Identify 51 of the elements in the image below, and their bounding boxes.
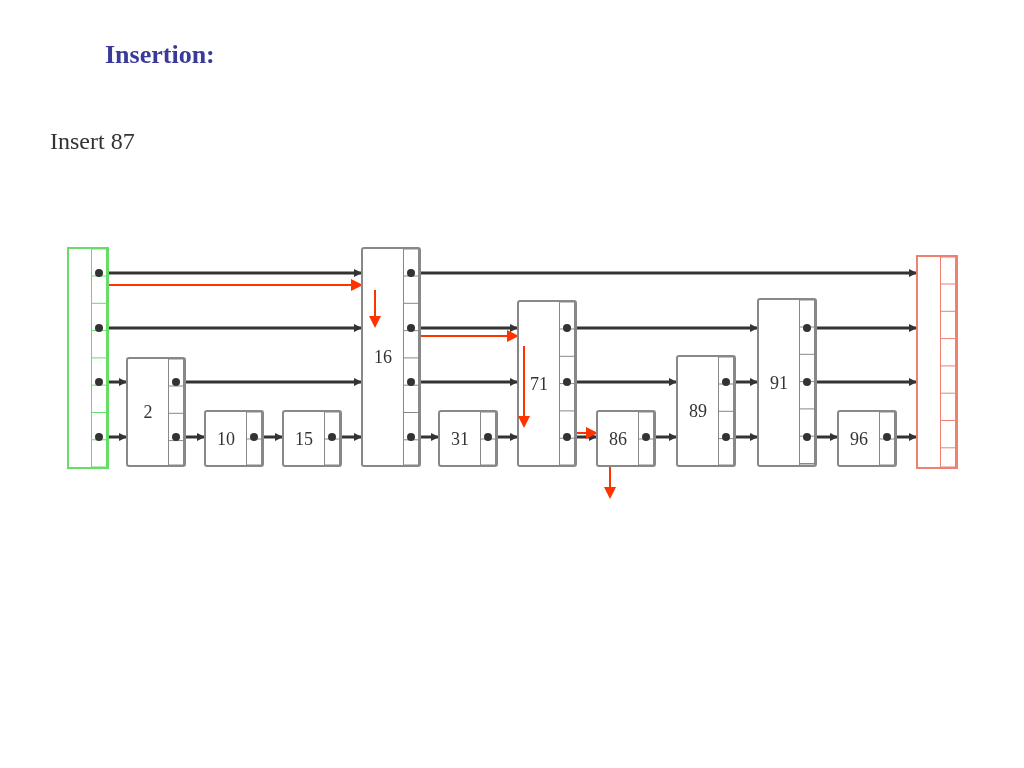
pointer-arrow xyxy=(109,433,127,441)
key-label: 96 xyxy=(850,428,868,449)
sentinel-box xyxy=(67,247,109,469)
skip-list-node xyxy=(517,300,577,467)
skip-list-node xyxy=(204,410,264,467)
pointer-arrow xyxy=(421,269,917,277)
pointer-arrow xyxy=(736,378,758,386)
pointer-arrow xyxy=(656,433,677,441)
pointer-arrow xyxy=(109,324,362,332)
key-label: 86 xyxy=(609,428,627,449)
key-label: 71 xyxy=(530,373,548,394)
pointer-arrow xyxy=(421,433,439,441)
pointer-arrow xyxy=(421,324,518,332)
pointer-arrow xyxy=(577,378,677,386)
pointer-arrow xyxy=(817,378,917,386)
skip-list-node xyxy=(361,247,421,467)
key-label: 15 xyxy=(295,428,313,449)
skip-list-node xyxy=(126,357,186,467)
pointer-arrow xyxy=(186,378,362,386)
skip-list-node xyxy=(837,410,897,467)
search-path-arrow xyxy=(108,279,363,291)
title: Insertion: xyxy=(105,40,215,70)
pointer-arrow xyxy=(109,269,362,277)
skip-list-node xyxy=(596,410,656,467)
search-path-arrow xyxy=(576,427,598,439)
pointer-arrow xyxy=(817,324,917,332)
pointer-arrow xyxy=(577,324,758,332)
search-path-arrow xyxy=(420,330,519,342)
pointer-arrow xyxy=(736,433,758,441)
key-label: 2 xyxy=(143,401,153,423)
key-label: 10 xyxy=(217,428,235,449)
sentinel-box xyxy=(916,255,958,469)
search-path-arrow xyxy=(604,466,616,499)
skip-list-node xyxy=(438,410,498,467)
pointer-arrow xyxy=(897,433,917,441)
key-label: 16 xyxy=(374,346,392,368)
pointer-arrow xyxy=(264,433,283,441)
skip-list-node xyxy=(676,355,736,467)
skip-list-node xyxy=(282,410,342,467)
pointer-arrow xyxy=(186,433,205,441)
pointer-arrow xyxy=(421,378,518,386)
note-text: Insert 87 xyxy=(50,128,135,155)
pointer-arrow xyxy=(342,433,362,441)
pointer-arrow xyxy=(817,433,838,441)
key-label: 89 xyxy=(689,400,707,422)
pointer-arrow xyxy=(577,433,597,441)
pointer-arrow xyxy=(109,378,127,386)
key-label: 91 xyxy=(770,372,788,393)
key-label: 31 xyxy=(451,428,469,449)
skip-list-node xyxy=(757,298,817,467)
pointer-arrow xyxy=(498,433,518,441)
